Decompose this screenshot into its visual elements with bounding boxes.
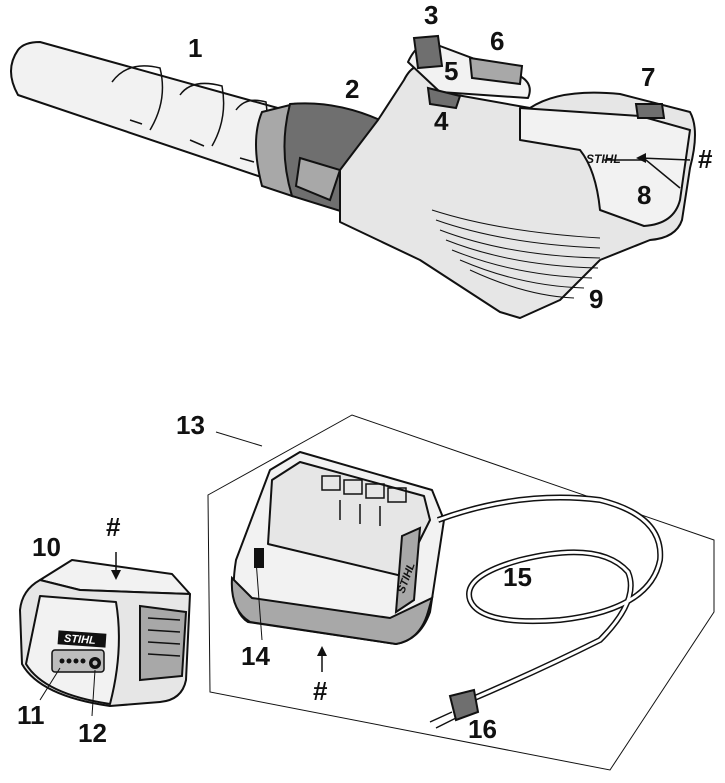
nozzle-ribs: [111, 65, 268, 163]
charger-base: [230, 575, 434, 646]
handle-grip: [468, 56, 524, 86]
charger-set-illustration: STIHL 13 14 15 16 #: [176, 410, 715, 771]
callout-5: 5: [444, 56, 458, 86]
power-plug: [429, 688, 480, 729]
charger-set-outline: [207, 414, 715, 771]
callout-13-leader: [215, 431, 263, 447]
callout-10: 10: [32, 532, 61, 562]
blower-hash-arrow: [639, 157, 691, 161]
charger-side-panel: [394, 526, 422, 614]
release-button: [634, 103, 666, 119]
battery-side-ridges: [147, 617, 181, 657]
callout-hash-charger: #: [313, 676, 328, 706]
charger-vents: [321, 475, 407, 526]
charger-cradle: [267, 461, 431, 577]
battery-well: [519, 107, 691, 227]
callout-8: 8: [637, 180, 651, 210]
callout-2: 2: [345, 74, 359, 104]
blower-illustration: STIHL 1 2 3 4 5 6 7 8 9 #: [10, 0, 713, 319]
callout-hash-battery: #: [106, 512, 121, 542]
trigger-lock: [412, 34, 444, 70]
blower-brand-logo: STIHL: [586, 152, 621, 166]
callout-9: 9: [589, 284, 603, 314]
callout-11: 11: [17, 700, 45, 730]
charge-level-leds: [59, 658, 86, 664]
trigger-lever: [426, 86, 462, 110]
callout-15: 15: [503, 562, 532, 592]
callout-16: 16: [468, 714, 497, 744]
callout-1: 1: [188, 33, 202, 63]
callout-12: 12: [78, 718, 107, 748]
callout-3: 3: [424, 0, 438, 30]
charger-led: [254, 548, 264, 568]
battery-logo-plate: [57, 630, 107, 648]
callout-14: 14: [241, 641, 270, 671]
callout-12-leader: [91, 669, 96, 717]
battery-brand-logo: STIHL: [64, 633, 97, 647]
callout-11-leader: [39, 667, 61, 701]
housing-vents: [431, 209, 601, 299]
callout-13: 13: [176, 410, 205, 440]
battery-illustration: STIHL 10 11 12 #: [17, 512, 191, 748]
callout-hash-blower: #: [698, 144, 713, 174]
callout-4: 4: [434, 106, 449, 136]
callout-6: 6: [490, 26, 504, 56]
charger-cable: [436, 494, 664, 703]
callout-7: 7: [641, 62, 655, 92]
